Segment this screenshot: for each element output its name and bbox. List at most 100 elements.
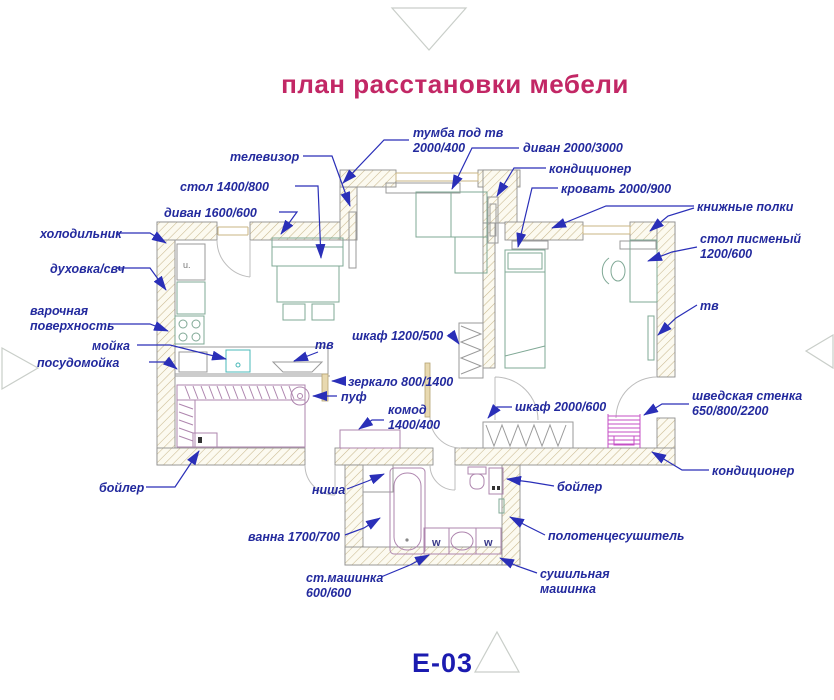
label-desk-line1: стол писменый [700, 232, 801, 246]
leader-bookshelf-left [551, 205, 694, 229]
edge-triangles [1, 7, 834, 673]
toilet [467, 466, 487, 490]
label-pouf: пуф [341, 390, 367, 404]
air-conditioner-top [487, 196, 499, 244]
chair-1 [282, 303, 306, 321]
desk-chair [601, 257, 626, 285]
doors [216, 239, 658, 496]
page-title: план расстановки мебели [281, 69, 629, 99]
label-komod-line2: 1400/400 [388, 418, 440, 432]
fridge [176, 243, 206, 281]
label-tv-hall: тв [315, 338, 334, 352]
towel-dryer [498, 498, 505, 514]
pouf [290, 386, 310, 406]
label-dishwasher: посудомойка [37, 356, 119, 370]
bed [504, 249, 546, 369]
windows [217, 172, 631, 236]
wardrobe-2000 [482, 421, 574, 449]
label-tv-stand-line2: 2000/400 [412, 141, 465, 155]
leader-wall-bars [643, 403, 689, 416]
leader-wardrobe-1200 [446, 329, 460, 345]
niche [362, 465, 394, 493]
tv-bedroom [647, 315, 655, 361]
dining-table [276, 265, 340, 303]
label-washing-machine-line1: ст.машинка [306, 571, 383, 585]
triangle-bottom-icon [473, 630, 521, 673]
open-door-leaf [424, 362, 431, 418]
drying-machine: w [475, 527, 502, 555]
leader-lines [109, 139, 709, 578]
dishwasher [178, 351, 208, 373]
label-niche: ниша [312, 483, 345, 497]
label-towel-dryer: полотенцесушитель [548, 529, 684, 543]
wardrobe-1200 [458, 322, 484, 379]
bedroom-furniture [482, 239, 658, 449]
triangle-right-icon [804, 333, 834, 370]
leader-boiler-left [146, 450, 200, 488]
leader-tv-stand [342, 139, 409, 184]
label-wardrobe-2000: шкаф 2000/600 [515, 400, 606, 414]
washer-mark-right: w [483, 537, 493, 549]
leader-dishwasher [149, 356, 178, 370]
label-oven: духовка/свч [50, 262, 125, 276]
leader-tv-hall [293, 351, 319, 362]
label-wardrobe-1200: шкаф 1200/500 [352, 329, 443, 343]
label-drying-machine-line1: сушильная [540, 567, 610, 581]
leader-washing-machine [380, 554, 430, 578]
leader-bookshelf-right [649, 207, 695, 232]
corner-wardrobe [176, 384, 306, 448]
sink [225, 349, 251, 373]
bathroom-furniture: w w [362, 465, 505, 555]
leader-drying-machine [499, 557, 538, 574]
label-fridge: холодильник [39, 227, 122, 241]
label-ac-bottom: кондиционер [712, 464, 795, 478]
sofa-small [271, 237, 344, 267]
fridge-mark: u. [183, 260, 191, 270]
label-hob-line2: поверхность [30, 319, 114, 333]
label-sofa-small: диван 1600/600 [164, 206, 257, 220]
label-tv-bedroom: тв [700, 299, 719, 313]
label-desk-line2: 1200/600 [700, 247, 752, 261]
oven [176, 281, 206, 315]
washer-mark-left: w [431, 537, 441, 549]
leader-boiler-bath [506, 475, 555, 487]
label-ac-top: кондиционер [549, 162, 632, 176]
leader-bed [516, 187, 558, 248]
leader-bathtub [344, 517, 381, 536]
triangle-top-icon [390, 7, 468, 51]
label-table: стол 1400/800 [180, 180, 269, 194]
bookshelf-left [511, 240, 549, 250]
leader-ac-top [496, 167, 546, 197]
label-komod-line1: комод [388, 403, 427, 417]
label-drying-machine-line2: машинка [540, 582, 596, 596]
leader-tv-living [303, 155, 351, 207]
label-boiler-bath: бойлер [557, 480, 603, 494]
mirror [321, 373, 329, 402]
label-boiler-left: бойлер [99, 481, 145, 495]
chair-2 [311, 303, 335, 321]
leader-niche [346, 473, 385, 490]
tv-hall [271, 361, 324, 375]
sheet-code: E-03 [412, 648, 473, 678]
triangle-left-icon [1, 346, 40, 391]
komod [339, 429, 401, 449]
label-bookshelves: книжные полки [697, 200, 794, 214]
label-hob-line1: варочная [30, 304, 89, 318]
sofa-large [415, 191, 488, 274]
label-wall-bars-line2: 650/800/2200 [692, 404, 769, 418]
label-washing-machine-line2: 600/600 [306, 586, 351, 600]
leader-tv-bedroom [657, 304, 698, 336]
boiler-bath [488, 467, 504, 495]
living-furniture [271, 182, 499, 379]
leader-desk [647, 246, 698, 262]
leader-fridge [116, 231, 167, 244]
leader-sofa-large [451, 147, 519, 190]
leader-oven [116, 267, 167, 291]
labels: холодильник духовка/свч варочная поверхн… [30, 126, 802, 600]
leader-sofa-small [279, 211, 299, 235]
label-sofa-large: диван 2000/3000 [523, 141, 623, 155]
label-tv-living: телевизор [230, 150, 300, 164]
leader-hob [109, 321, 169, 332]
wall-bars [607, 414, 641, 448]
